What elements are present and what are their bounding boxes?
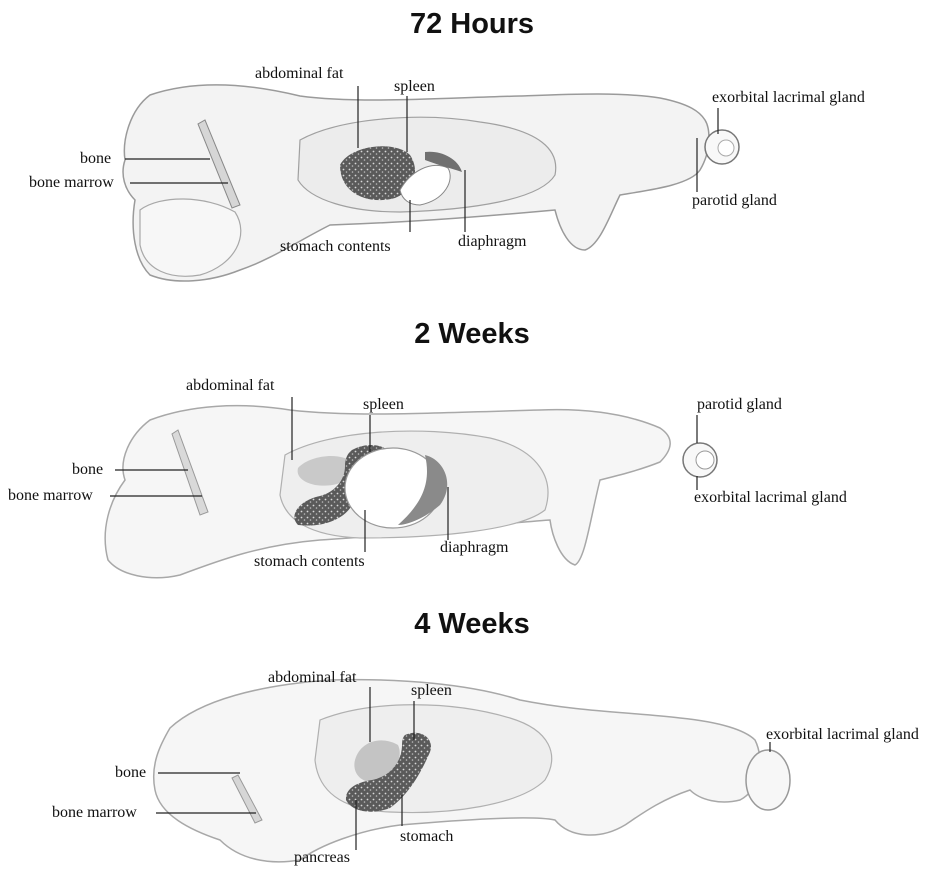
label-exorbital-lacrimal-gland: exorbital lacrimal gland bbox=[766, 727, 919, 743]
label-bone: bone bbox=[72, 462, 103, 478]
label-bone-marrow: bone marrow bbox=[29, 175, 114, 191]
label-spleen: spleen bbox=[411, 683, 452, 699]
label-abdominal-fat: abdominal fat bbox=[255, 66, 343, 82]
exorbital-lacrimal-gland-region bbox=[746, 750, 790, 810]
section-2-weeks bbox=[105, 397, 717, 578]
label-parotid-gland: parotid gland bbox=[697, 397, 782, 413]
label-diaphragm: diaphragm bbox=[458, 234, 526, 250]
label-abdominal-fat: abdominal fat bbox=[268, 670, 356, 686]
label-diaphragm: diaphragm bbox=[440, 540, 508, 556]
section-4-weeks bbox=[154, 680, 790, 862]
label-bone: bone bbox=[80, 151, 111, 167]
label-spleen: spleen bbox=[394, 79, 435, 95]
lacrimal-inner bbox=[696, 451, 714, 469]
label-stomach-contents: stomach contents bbox=[280, 239, 391, 255]
label-bone-marrow: bone marrow bbox=[52, 805, 137, 821]
label-spleen: spleen bbox=[363, 397, 404, 413]
label-parotid-gland: parotid gland bbox=[692, 193, 777, 209]
label-exorbital-lacrimal-gland: exorbital lacrimal gland bbox=[712, 90, 865, 106]
label-stomach-contents: stomach contents bbox=[254, 554, 365, 570]
label-stomach: stomach bbox=[400, 829, 453, 845]
lacrimal-inner bbox=[718, 140, 734, 156]
label-exorbital-lacrimal-gland: exorbital lacrimal gland bbox=[694, 490, 847, 506]
label-bone: bone bbox=[115, 765, 146, 781]
label-abdominal-fat: abdominal fat bbox=[186, 378, 274, 394]
label-bone-marrow: bone marrow bbox=[8, 488, 93, 504]
label-pancreas: pancreas bbox=[294, 850, 350, 866]
section-72-hours bbox=[123, 85, 739, 281]
